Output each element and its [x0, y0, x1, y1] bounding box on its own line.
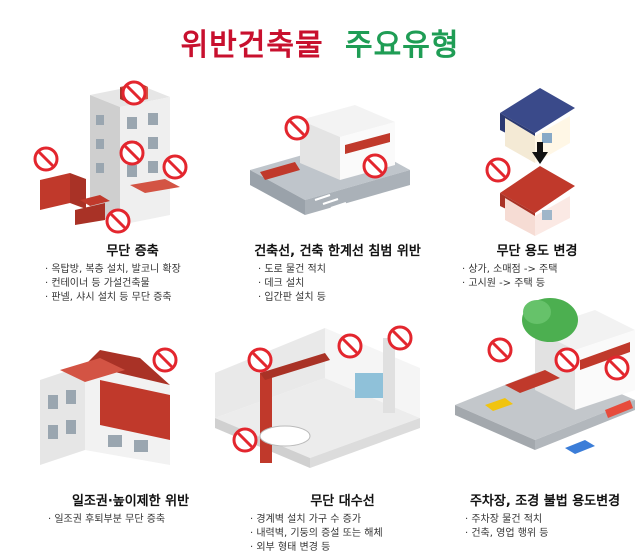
title-part-green: 주요유형	[345, 28, 460, 63]
type-bullet: · 도로 물건 적치	[258, 264, 326, 275]
prohibited-icon	[337, 333, 363, 359]
prohibited-icon	[387, 325, 413, 351]
prohibited-icon	[33, 146, 59, 172]
type-unauthorized-repair: 무단 대수선 · 경계벽 설치 가구 수 증가 · 내력벽, 기둥의 증설 또는…	[250, 490, 435, 555]
type-bullet: · 건축, 영업 행위 등	[465, 528, 549, 539]
type-bullet: · 컨테이너 등 가설건축물	[45, 278, 150, 289]
type-bullet: · 판넬, 샤시 설치 등 무단 증축	[45, 292, 172, 303]
prohibited-icon	[121, 80, 147, 106]
illustration-parking-misuse	[455, 298, 635, 454]
type-bullet: · 경계벽 설치 가구 수 증가	[250, 514, 362, 525]
illustration-change-of-use	[485, 88, 575, 236]
prohibited-icon	[485, 157, 511, 183]
type-change-of-use: 무단 용도 변경 · 상가, 소매점 -> 주택 · 고시원 -> 주택 등	[462, 240, 612, 291]
type-heading: 주차장, 조경 불법 용도변경	[469, 494, 621, 509]
prohibited-icon	[232, 427, 258, 453]
type-heading: 무단 용도 변경	[496, 244, 578, 259]
type-heading: 일조권·높이제한 위반	[71, 494, 190, 509]
page-title: 위반건축물 주요유형	[0, 20, 640, 64]
prohibited-icon	[119, 140, 145, 166]
type-unauthorized-extension: 무단 증축 · 옥탑방, 복층 설치, 발코니 확장 · 컨테이너 등 가설건축…	[45, 240, 220, 305]
prohibited-icon	[487, 337, 513, 363]
illustration-height-limit-violation	[40, 347, 178, 465]
type-bullet: · 입간판 설치 등	[258, 292, 326, 303]
type-heading: 무단 대수선	[310, 494, 375, 509]
type-bullet: · 데크 설치	[258, 278, 305, 289]
type-bullet: · 주차장 물건 적치	[465, 514, 543, 525]
type-heading: 건축선, 건축 한계선 침범 위반	[254, 244, 421, 259]
arrow-down-icon	[532, 152, 548, 164]
type-bullet: · 외부 형태 변경 등	[250, 542, 331, 553]
type-bullet: · 상가, 소매점 -> 주택	[462, 264, 558, 275]
illustration-building-line-violation	[250, 105, 410, 215]
type-parking-misuse: 주차장, 조경 불법 용도변경 · 주차장 물건 적치 · 건축, 영업 행위 …	[455, 490, 635, 541]
illustration-unauthorized-extension	[33, 80, 188, 234]
type-bullet: · 내력벽, 기둥의 증설 또는 해체	[250, 528, 383, 539]
type-heading: 무단 증축	[106, 244, 159, 259]
prohibited-icon	[105, 208, 131, 234]
prohibited-icon	[284, 115, 310, 141]
prohibited-icon	[247, 347, 273, 373]
type-building-line-violation: 건축선, 건축 한계선 침범 위반 · 도로 물건 적치 · 데크 설치 · 입…	[240, 240, 435, 305]
title-part-red: 위반건축물	[180, 28, 324, 63]
type-bullet: · 고시원 -> 주택 등	[462, 278, 546, 289]
prohibited-icon	[152, 347, 178, 373]
type-bullet: · 일조권 후퇴부분 무단 증축	[48, 514, 166, 525]
prohibited-icon	[162, 154, 188, 180]
type-height-limit-violation: 일조권·높이제한 위반 · 일조권 후퇴부분 무단 증축	[48, 490, 213, 527]
prohibited-icon	[604, 355, 630, 381]
illustration-unauthorized-repair	[215, 325, 420, 468]
prohibited-icon	[362, 153, 388, 179]
prohibited-icon	[554, 347, 580, 373]
type-bullet: · 옥탑방, 복층 설치, 발코니 확장	[45, 264, 181, 275]
